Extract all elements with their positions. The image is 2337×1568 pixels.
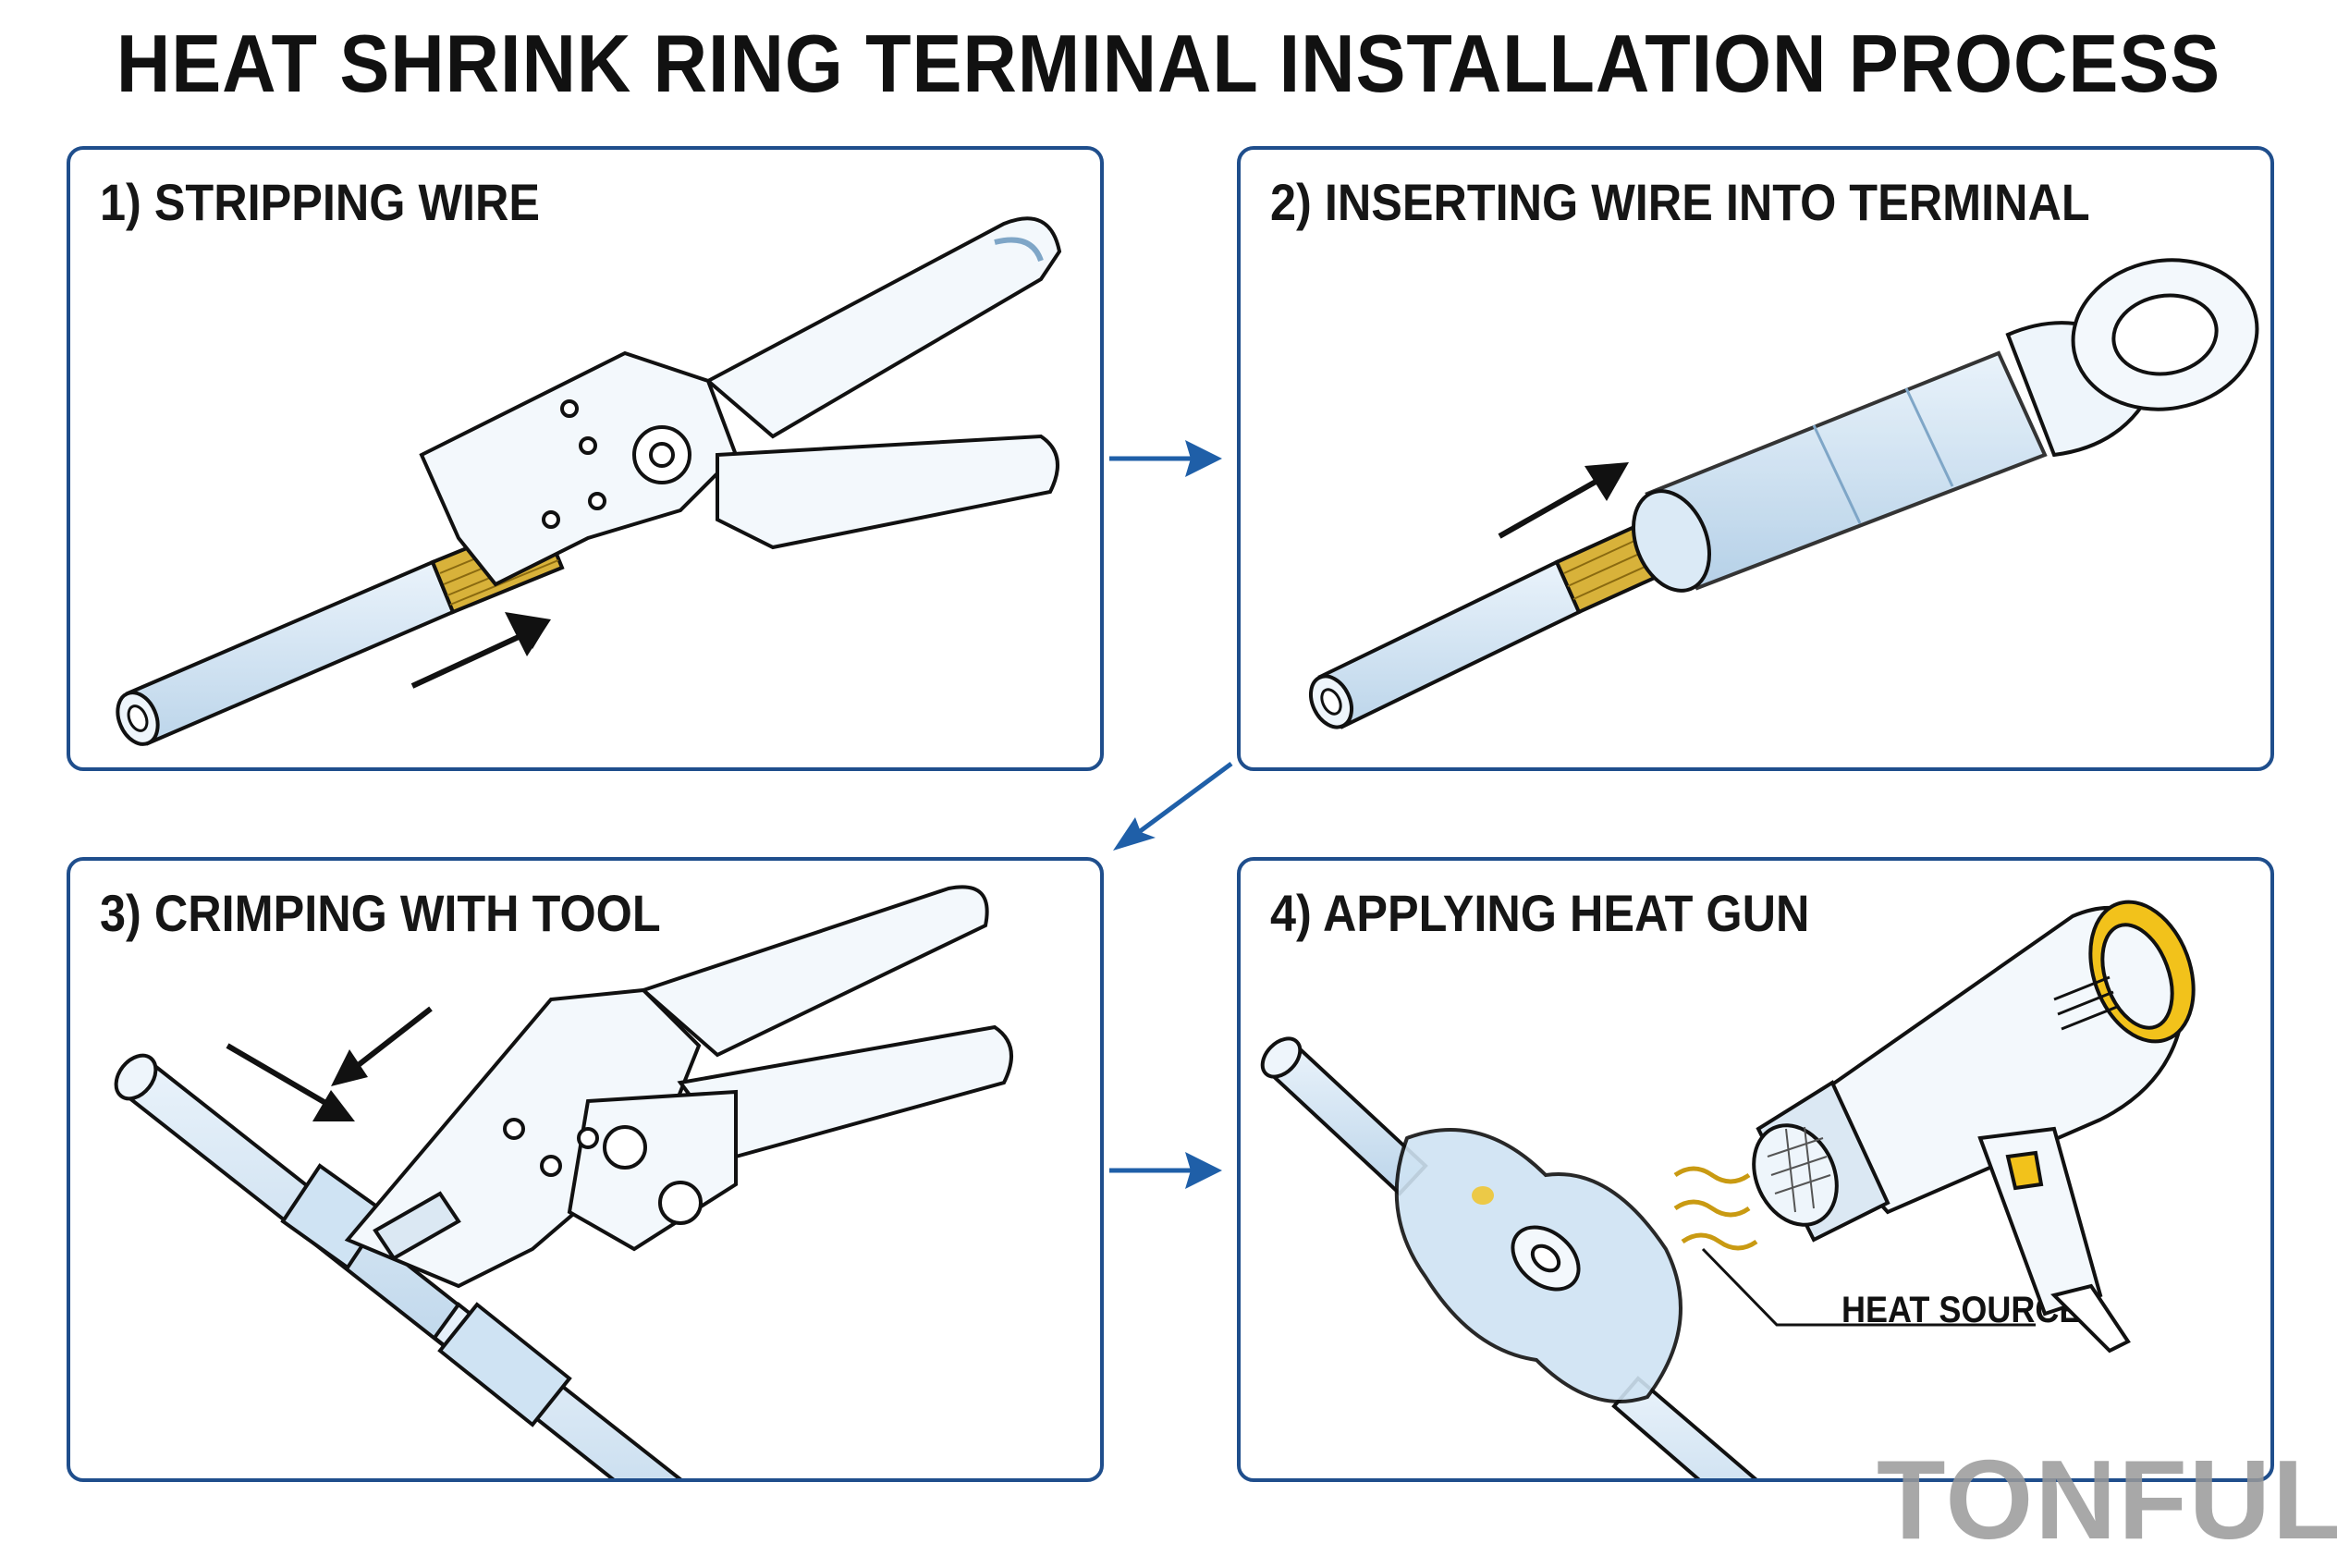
step-panel-stripping: 1) STRIPPING WIRE — [67, 146, 1104, 771]
heat-shrink-ring-terminal — [1631, 258, 2259, 593]
flow-arrow-3-to-4 — [1109, 1152, 1222, 1189]
flow-arrow-2-to-3 — [1113, 761, 1233, 851]
step-panel-heating: 4) APPLYING HEAT GUN HEAT SOURCE — [1237, 857, 2274, 1482]
step-panel-inserting: 2) INSERTING WIRE INTO TERMINAL — [1237, 146, 2274, 771]
stripping-illustration — [116, 216, 1062, 746]
wire-stripper-tool — [419, 216, 1062, 587]
crimping-tool — [344, 885, 1013, 1289]
step-label: 2) INSERTING WIRE INTO TERMINAL — [1270, 173, 2090, 231]
wire-insulation — [116, 559, 456, 746]
page-title: HEAT SHRINK RING TERMINAL INSTALLATION P… — [116, 18, 2221, 109]
heating-illustration — [1260, 900, 2196, 1478]
heat-gun — [1752, 900, 2196, 1354]
flow-arrow-1-to-2 — [1109, 440, 1222, 477]
wire-insulation — [1308, 559, 1582, 729]
step-panel-crimping: 3) CRIMPING WITH TOOL — [67, 857, 1104, 1482]
crimping-illustration — [114, 885, 1013, 1478]
step-label: 1) STRIPPING WIRE — [100, 173, 541, 231]
push-arrow — [410, 612, 551, 689]
step-label: 3) CRIMPING WITH TOOL — [100, 884, 661, 942]
press-arrows — [226, 1006, 433, 1121]
watermark: TONFUL — [1877, 1437, 2337, 1562]
inserting-illustration — [1308, 258, 2259, 729]
insert-arrow — [1498, 462, 1629, 539]
heat-waves — [1673, 1166, 1758, 1251]
heat-source-leader — [1701, 1247, 2036, 1327]
wire-with-shrunk-terminal — [1260, 1036, 1758, 1478]
step-label: 4) APPLYING HEAT GUN — [1270, 884, 1810, 942]
